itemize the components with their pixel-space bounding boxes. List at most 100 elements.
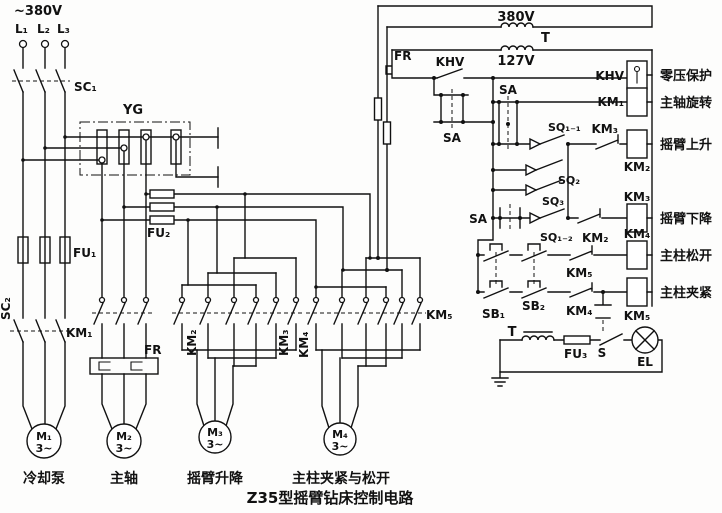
terminal-l1 <box>18 39 28 49</box>
km2-coil-label: KM₂ <box>624 160 651 174</box>
km2-interlock-label: KM₂ <box>582 231 609 245</box>
km4-coil-label: KM₄ <box>624 227 651 241</box>
khv-contact-label: KHV <box>436 55 465 69</box>
km5-coil <box>626 277 648 307</box>
func-column-release: 主柱松开 <box>660 248 712 264</box>
km3-contacts-label: KM₃ <box>277 330 291 357</box>
motor-m3: M₃ 3~ 摇臂升降 <box>187 420 244 487</box>
yg-plunger-2 <box>118 129 130 165</box>
km4-interlock-label: KM₄ <box>566 304 593 318</box>
m3-id: M₃ <box>207 426 223 439</box>
m4-id: M₄ <box>332 428 348 441</box>
km1-coil-label: KM₁ <box>598 95 625 109</box>
contact-bank-km4-km5: KM₄ KM₅ <box>297 296 453 429</box>
sq1-2-label: SQ₁₋₂ <box>540 231 573 244</box>
control-feed-fuses <box>373 5 392 271</box>
supply-voltage-label: ~380V <box>14 4 62 19</box>
yg-plunger-4 <box>170 129 182 165</box>
contactor-km1-main-contacts: KM₁ <box>66 296 154 359</box>
m1-name: 冷却泵 <box>23 470 65 487</box>
s-switch-label: S <box>598 346 607 360</box>
m4-sub: 3~ <box>332 440 349 453</box>
fu1-fuse-2 <box>39 236 51 264</box>
m2-sub: 3~ <box>116 442 133 455</box>
m2-id: M₂ <box>116 430 132 443</box>
yg-plunger-1 <box>96 129 108 165</box>
control-transformer: 380V T 127V <box>377 5 653 69</box>
fu3-fuse <box>563 335 591 345</box>
motor-m4: M₄ 3~ 主柱夹紧与松开 <box>292 422 390 487</box>
km2-coil <box>626 129 648 159</box>
sa-down-label: SA <box>469 212 488 226</box>
control-fuse-2 <box>382 121 392 145</box>
control-ladder: FR KHV SA SA SQ₁₋₁ KM₃ SQ₂ SQ₃ SA SQ₁₋₂ … <box>385 49 653 321</box>
m4-name: 主柱夹紧与松开 <box>292 470 390 487</box>
func-arm-up: 摇臂上升 <box>660 137 712 153</box>
m3-name: 摇臂升降 <box>187 470 244 487</box>
motor-m2: M₂ 3~ 主轴 <box>106 423 142 487</box>
sq3-label: SQ₃ <box>542 195 564 208</box>
fu1-label: FU₁ <box>73 246 96 260</box>
fuse-fu2-and-distribution: FU₂ <box>101 189 421 298</box>
yg-cross-switch: YG <box>22 103 219 298</box>
sb2-label: SB₂ <box>522 299 545 313</box>
func-zero-volt: 零压保护 <box>659 68 712 84</box>
phase-l2-label: L₂ <box>37 22 50 36</box>
function-labels: 零压保护 主轴旋转 摇臂上升 摇臂下降 主柱松开 主柱夹紧 <box>659 68 713 301</box>
fu3-label: FU₃ <box>564 347 587 361</box>
km1-coil <box>626 87 648 117</box>
fr-heater-label: FR <box>144 343 161 357</box>
sa-main-label: SA <box>499 83 518 97</box>
fu1-fuse-3 <box>59 236 71 264</box>
fuse-fu1: FU₁ <box>17 236 96 264</box>
junction-dots <box>21 76 605 294</box>
fu1-fuse-1 <box>17 236 29 264</box>
func-column-clamp: 主柱夹紧 <box>660 285 712 301</box>
sc1-label: SC₁ <box>74 80 97 94</box>
sb1-label: SB₁ <box>482 307 505 321</box>
disconnect-switch-sc2: SC₂ <box>0 297 70 343</box>
thermal-relay-fr-heater: FR <box>89 343 161 430</box>
diagram-title: Z35型摇臂钻床控制电路 <box>247 489 415 507</box>
phase-l1-label: L₁ <box>15 22 28 36</box>
lamp-transformer-label: T <box>508 325 517 340</box>
sq1-1-label: SQ₁₋₁ <box>548 121 581 134</box>
disconnect-switch-sc1: SC₁ <box>12 69 97 94</box>
km5-interlock-label: KM₅ <box>566 266 593 280</box>
relay-coils: KHV KM₁ KM₂ KM₃ KM₄ KM₅ <box>595 60 653 323</box>
km4-coil <box>626 240 648 270</box>
km3-interlock-label: KM₃ <box>592 122 619 136</box>
yg-label: YG <box>122 103 143 118</box>
lamp-circuit: T FU₃ S EL <box>491 317 663 387</box>
incoming-supply: ~380V L₁ L₂ L₃ <box>14 4 70 430</box>
m1-sub: 3~ <box>36 442 53 455</box>
fu2-label: FU₂ <box>147 226 170 240</box>
el-label: EL <box>637 355 653 369</box>
sa-zero-label: SA <box>443 131 462 145</box>
motor-m1: M₁ 3~ 冷却泵 <box>23 423 65 487</box>
secondary-voltage-label: 127V <box>497 54 534 69</box>
contact-bank-km2-km3: KM₂ KM₃ <box>172 296 302 427</box>
transformer-t-label: T <box>541 31 550 46</box>
sq2-label: SQ₂ <box>558 174 580 187</box>
km2-contacts-label: KM₂ <box>185 330 199 357</box>
km5-coil-label: KM₅ <box>624 309 651 323</box>
terminal-l3 <box>60 39 70 49</box>
m3-sub: 3~ <box>207 438 224 451</box>
func-arm-down: 摇臂下降 <box>660 211 713 227</box>
km1-contacts-label: KM₁ <box>66 326 93 340</box>
func-spindle: 主轴旋转 <box>660 95 712 111</box>
fr-contact-label: FR <box>394 49 411 63</box>
khv-coil-label: KHV <box>595 69 624 83</box>
terminal-l2 <box>40 39 50 49</box>
km3-coil-label: KM₃ <box>624 190 651 204</box>
km5-contacts-label: KM₅ <box>426 308 453 322</box>
yg-plunger-3 <box>140 129 152 165</box>
primary-voltage-label: 380V <box>497 10 534 25</box>
m1-id: M₁ <box>36 430 52 443</box>
km4-contacts-label: KM₄ <box>297 332 311 359</box>
sc2-label: SC₂ <box>0 297 13 320</box>
phase-l3-label: L₃ <box>57 22 70 36</box>
